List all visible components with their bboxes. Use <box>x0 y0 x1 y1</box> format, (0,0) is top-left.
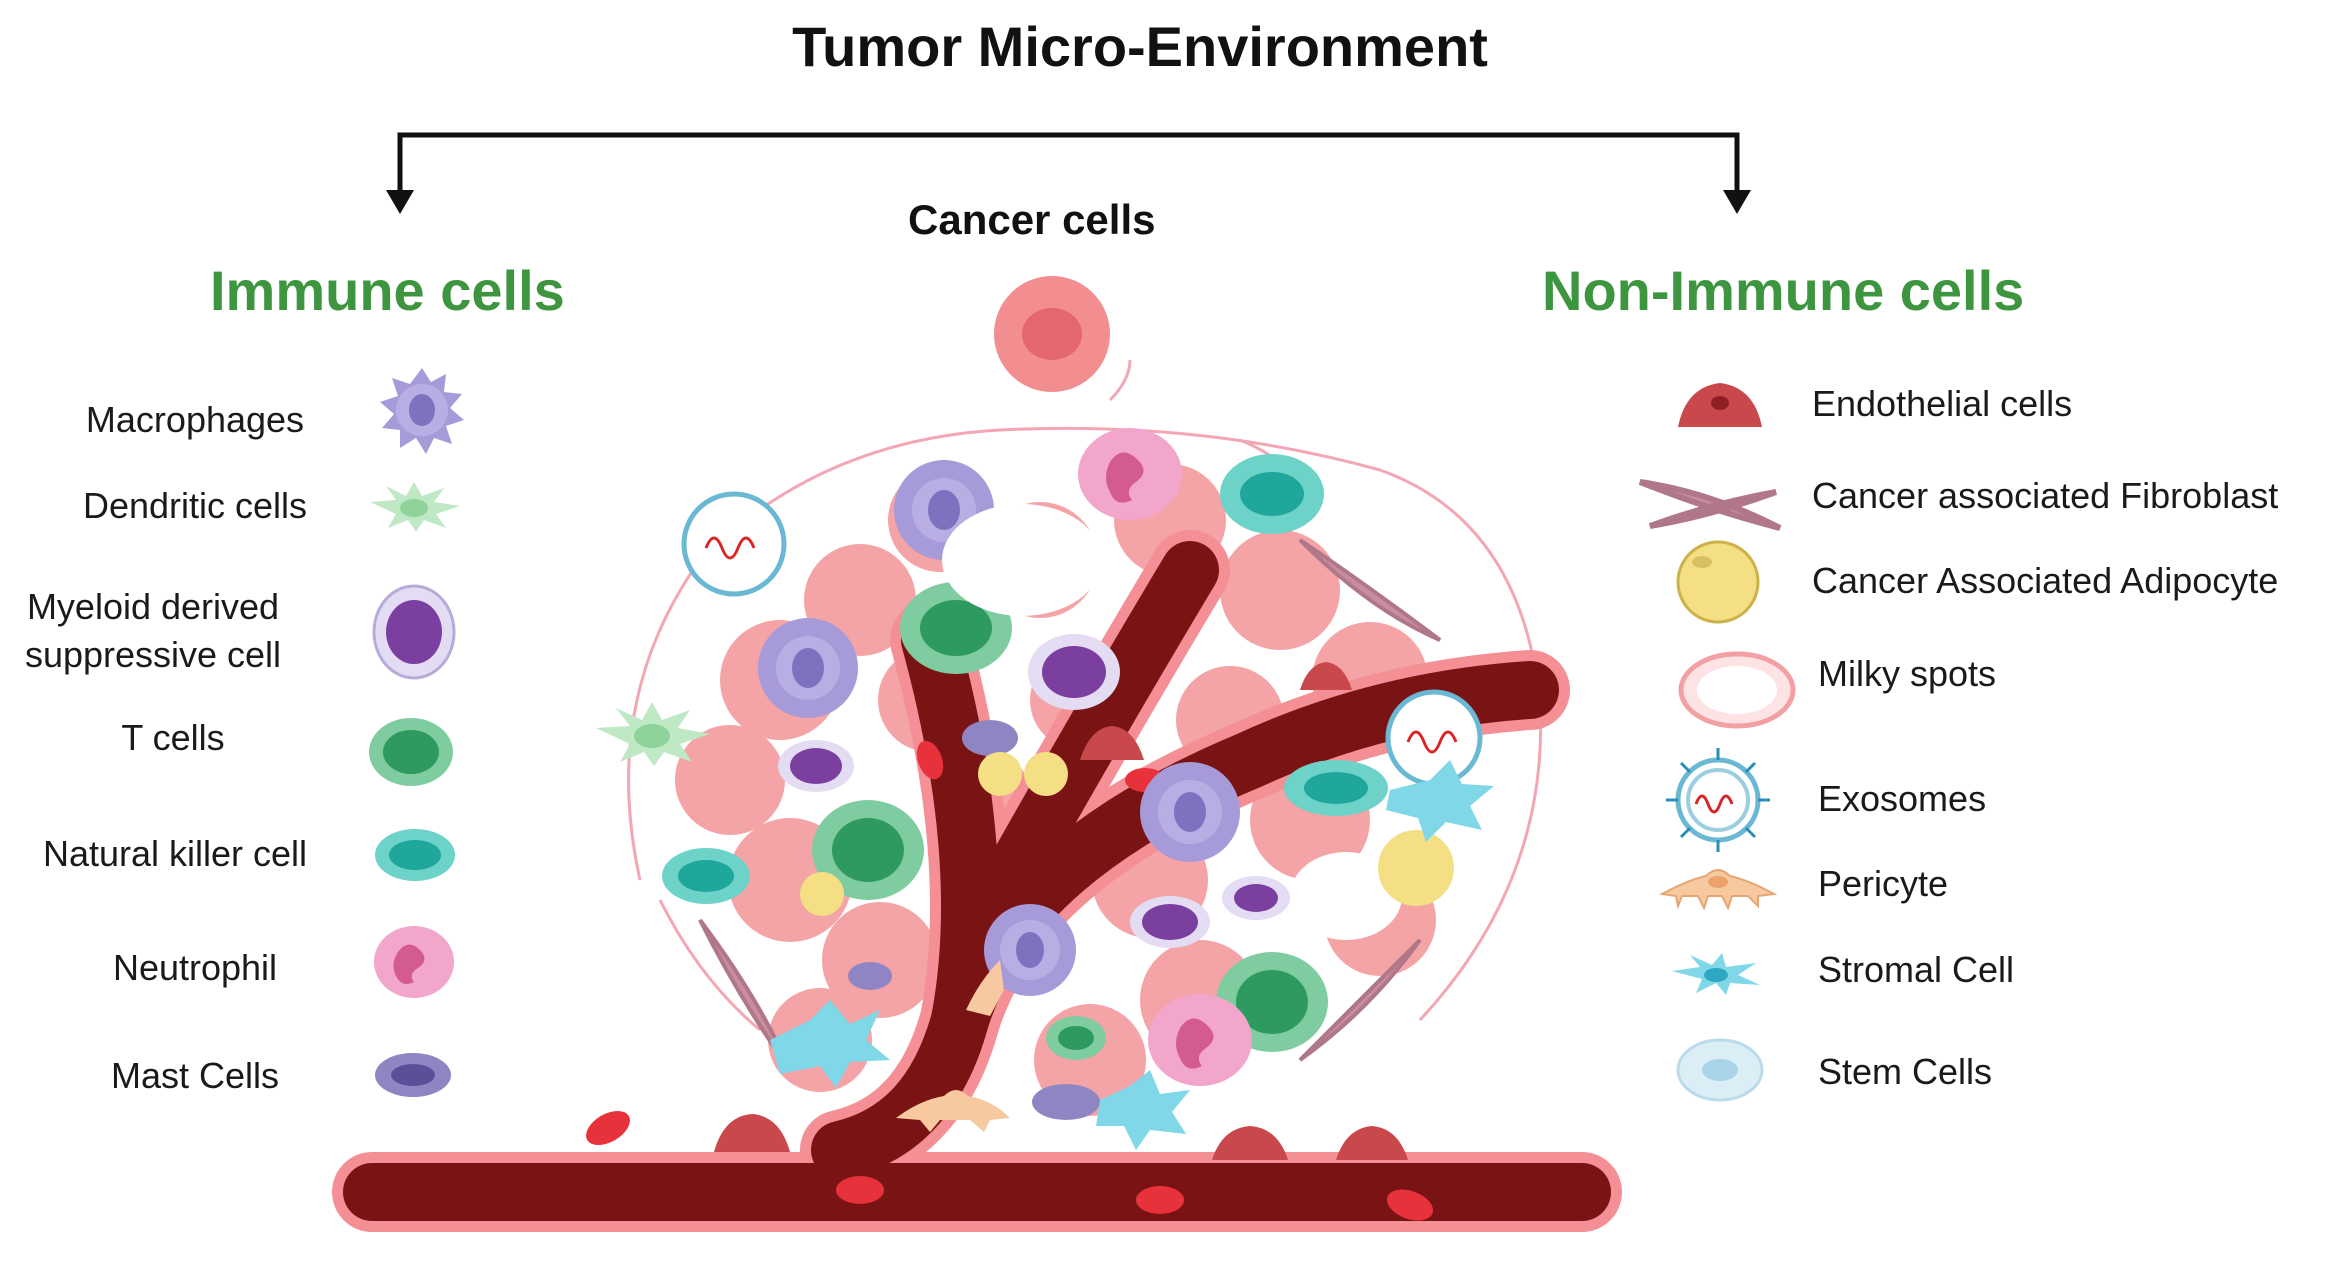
legend-label-exosomes: Exosomes <box>1818 778 1987 819</box>
legend-label-dendritic: Dendritic cells <box>82 485 308 526</box>
tumor-neutrophils <box>1078 428 1252 1086</box>
dendritic-cell-icon <box>370 482 460 532</box>
mast-cell-icon <box>375 1053 451 1097</box>
tumor-mast-cells <box>848 720 1100 1120</box>
stromal-cell-icon <box>1672 953 1760 995</box>
legend-label-mast: Mast Cells <box>110 1055 280 1096</box>
endothelial-cell-icon <box>1678 383 1762 427</box>
legend-label-pericyte: Pericyte <box>1818 863 1949 904</box>
adipocyte-icon <box>1676 540 1760 624</box>
red-blood-cells <box>586 740 1434 1221</box>
left-arrow-icon <box>386 190 414 214</box>
legend-label-t-cells: T cells <box>121 717 225 758</box>
nk-cell-icon <box>375 829 455 881</box>
stem-cell-icon <box>1676 1038 1764 1102</box>
tumor-dendritic-cell <box>596 702 710 766</box>
legend-label-mdsc-line2: suppressive cell <box>24 634 282 675</box>
tumor-fibroblasts <box>698 538 1442 1072</box>
legend-label-adipocyte: Cancer Associated Adipocyte <box>1812 560 2279 601</box>
neutrophil-icon <box>374 926 454 998</box>
exosome-icon <box>1666 748 1770 852</box>
milky-spot-icon <box>1678 651 1796 729</box>
vessel-endothelial-cells <box>714 662 1408 1160</box>
tumor-exosomes <box>681 491 1483 787</box>
legend-label-endothelial: Endothelial cells <box>1812 383 2073 424</box>
tumor-pericytes <box>896 960 1010 1132</box>
legend-label-nk: Natural killer cell <box>42 833 308 874</box>
legend-label-stromal: Stromal Cell <box>1818 949 2015 990</box>
tumor-mdsc <box>778 634 1290 948</box>
tumor-nk-cells <box>662 454 1388 904</box>
legend-label-fibroblast: Cancer associated Fibroblast <box>1812 475 2279 516</box>
diagram-title: Tumor Micro-Environment <box>792 15 1488 78</box>
tumor-adipocytes <box>800 752 1454 916</box>
legend-label-neutrophil: Neutrophil <box>112 947 278 988</box>
right-arrow-icon <box>1723 190 1751 214</box>
pericyte-icon <box>1658 869 1778 911</box>
fibroblast-icon <box>1638 479 1782 531</box>
tumor-milky-spots <box>942 504 1402 940</box>
legend-label-milky: Milky spots <box>1818 653 1997 694</box>
cancer-cell <box>994 276 1110 392</box>
cancer-cells-label: Cancer cells <box>908 196 1156 243</box>
legend-label-macrophages: Macrophages <box>85 399 305 440</box>
legend-label-mdsc-line1: Myeloid derived <box>26 586 280 627</box>
immune-heading: Immune cells <box>210 259 565 322</box>
tumor-stromal-cells <box>770 760 1494 1150</box>
legend-label-stem: Stem Cells <box>1818 1051 1993 1092</box>
title-bracket <box>386 132 1751 214</box>
mdsc-icon <box>372 584 456 680</box>
t-cell-icon <box>369 718 453 786</box>
non-immune-heading: Non-Immune cells <box>1542 259 2025 322</box>
macrophage-icon <box>380 368 464 454</box>
